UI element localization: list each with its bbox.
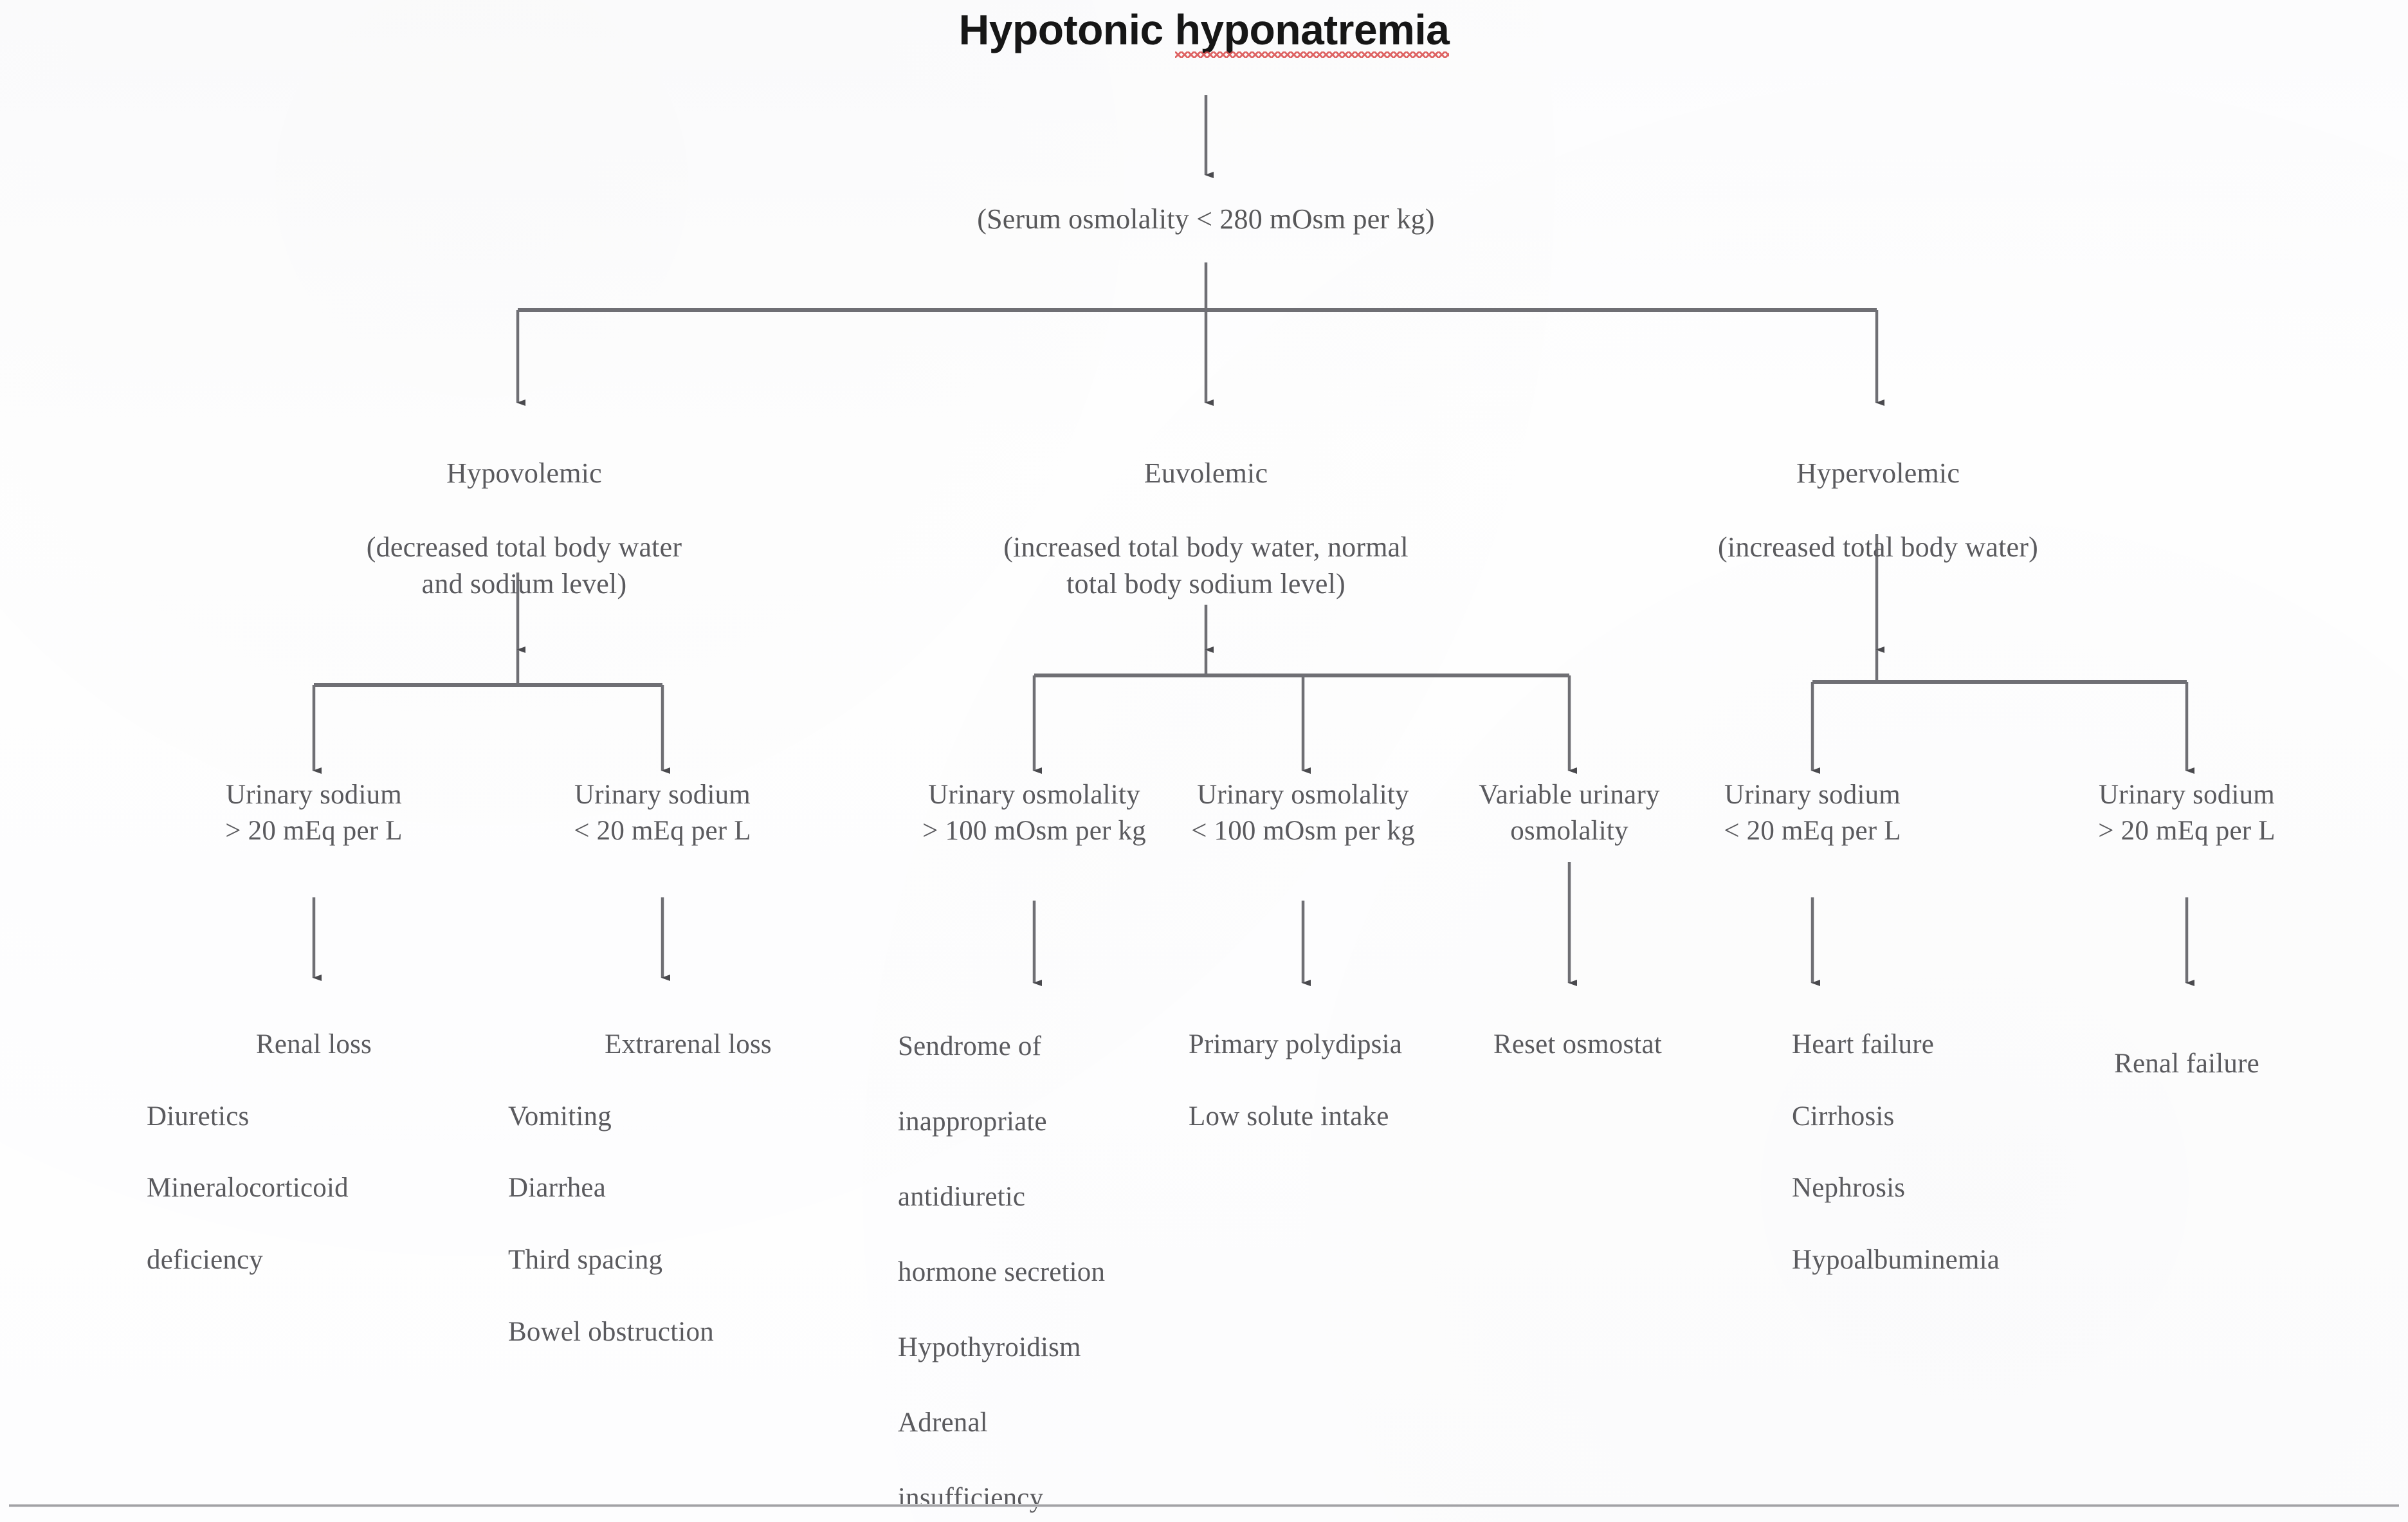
- leaf-water-intake-causes: Primary polydipsia Low solute intake: [1189, 991, 1510, 1170]
- branch-name: Hypervolemic: [1796, 457, 1960, 490]
- leaf-heading: Extrarenal loss: [605, 1029, 772, 1059]
- criterion-hypervolemic-high-urine-sodium: Urinary sodium > 20 mEq per L: [2098, 780, 2276, 846]
- leaf-item: Cirrhosis: [1792, 1101, 1895, 1132]
- leaf-hypervolemic-causes: Heart failure Cirrhosis Nephrosis Hypoal…: [1792, 991, 2126, 1314]
- criterion-hypovolemic-low-urine-sodium: Urinary sodium < 20 mEq per L: [574, 780, 751, 846]
- leaf-item: Low solute intake: [1189, 1101, 1389, 1132]
- criterion-hypovolemic-high-urine-sodium: Urinary sodium > 20 mEq per L: [225, 780, 403, 846]
- leaf-extrarenal-loss: Extrarenal loss Vomiting Diarrhea Third …: [508, 991, 868, 1386]
- branch-header-hypovolemic: Hypovolemic (decreased total body water …: [270, 418, 778, 639]
- criterion-euvolemic-low-urine-osmolality: Urinary osmolality < 100 mOsm per kg: [1191, 780, 1415, 846]
- leaf-renal-failure: Renal failure: [2045, 1010, 2328, 1118]
- leaf-heading: Renal failure: [2114, 1048, 2259, 1079]
- leaf-item: Nephrosis: [1792, 1173, 1906, 1204]
- leaf-item: inappropriate: [898, 1106, 1047, 1137]
- leaf-item: Mineralocorticoid: [147, 1173, 349, 1204]
- leaf-item: Diuretics: [147, 1101, 250, 1132]
- leaf-item: Third spacing: [508, 1245, 663, 1276]
- leaf-heading: Renal loss: [256, 1029, 372, 1059]
- leaf-item: Adrenal: [898, 1407, 988, 1438]
- branch-header-euvolemic: Euvolemic (increased total body water, n…: [871, 418, 1540, 639]
- leaf-item: Primary polydipsia: [1189, 1029, 1403, 1059]
- leaf-item: Vomiting: [508, 1101, 612, 1132]
- leaf-item: antidiuretic: [898, 1182, 1026, 1213]
- leaf-item: Diarrhea: [508, 1173, 606, 1204]
- page-title-prefix: Hypotonic: [958, 6, 1175, 53]
- leaf-item: Reset osmostat: [1493, 1029, 1662, 1059]
- leaf-renal-loss: Renal loss Diuretics Mineralocorticoid d…: [147, 991, 481, 1314]
- branch-detail: (increased total body water): [1718, 531, 2038, 563]
- leaf-item: Sendrome of: [898, 1031, 1042, 1062]
- branch-detail: (increased total body water, normal tota…: [1003, 531, 1409, 600]
- leaf-item: Hypothyroidism: [898, 1332, 1081, 1363]
- branch-name: Hypovolemic: [446, 457, 602, 490]
- root-criterion: (Serum osmolality < 280 mOsm per kg): [977, 203, 1435, 235]
- leaf-item: hormone secretion: [898, 1257, 1106, 1288]
- leaf-item: Heart failure: [1792, 1029, 1935, 1059]
- branch-detail: (decreased total body water and sodium l…: [366, 531, 682, 600]
- criterion-hypervolemic-low-urine-sodium: Urinary sodium < 20 mEq per L: [1724, 780, 1901, 846]
- criterion-euvolemic-variable-urine-osmolality: Variable urinary osmolality: [1479, 780, 1660, 846]
- leaf-reset-osmostat: Reset osmostat: [1493, 991, 1764, 1099]
- page-title-misspelled-word: hyponatremia: [1174, 6, 1450, 58]
- page-title: Hypotonic hyponatremia: [0, 5, 2408, 58]
- leaf-siadh-causes: Sendrome of inappropriate antidiuretic h…: [898, 991, 1200, 1522]
- bottom-divider: [9, 1504, 2399, 1507]
- leaf-item: deficiency: [147, 1245, 264, 1276]
- leaf-item: Bowel obstruction: [508, 1317, 714, 1348]
- leaf-item: insufficiency: [898, 1483, 1044, 1514]
- leaf-item: Hypoalbuminemia: [1792, 1245, 2000, 1276]
- criterion-euvolemic-high-urine-osmolality: Urinary osmolality > 100 mOsm per kg: [922, 780, 1146, 846]
- branch-header-hypervolemic: Hypervolemic (increased total body water…: [1589, 418, 2167, 602]
- branch-name: Euvolemic: [1144, 457, 1268, 490]
